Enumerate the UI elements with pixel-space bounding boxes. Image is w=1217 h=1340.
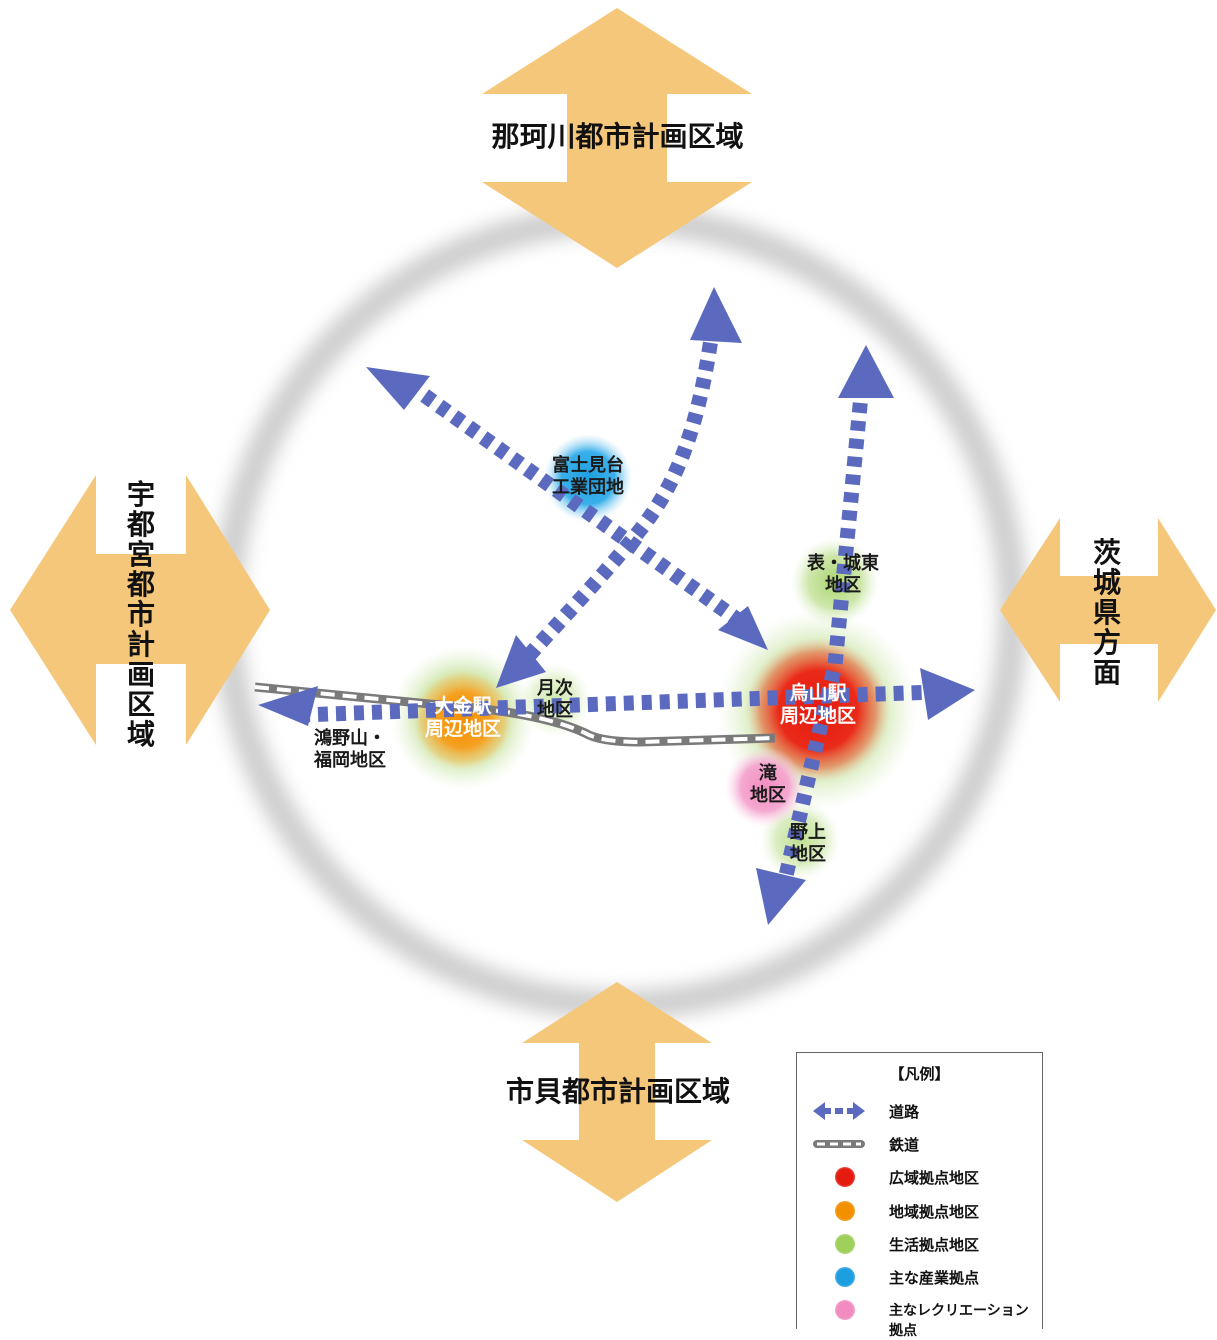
south-region-label: 市貝都市計画区域 bbox=[505, 1075, 730, 1108]
legend-label: 主な産業拠点 bbox=[889, 1269, 980, 1287]
legend-item-industrial-hub: 主な産業拠点 bbox=[797, 1263, 1042, 1291]
planning-ring bbox=[212, 204, 1028, 1020]
nogami-label: 野上 地区 bbox=[790, 822, 826, 865]
railway-line bbox=[254, 682, 776, 747]
ogane-hub-label: 大金駅 周辺地区 bbox=[424, 695, 501, 740]
orange-dot-icon bbox=[835, 1201, 855, 1221]
legend: 【凡例】 道路 鉄道 広域拠点地区 地域拠点地区 生 bbox=[796, 1052, 1043, 1339]
tsukitsugi-label: 月次 地区 bbox=[537, 678, 573, 721]
legend-item-living-hub: 生活拠点地区 bbox=[797, 1230, 1042, 1258]
fujimidai-hub-circle bbox=[544, 434, 632, 522]
red-dot-icon bbox=[835, 1167, 855, 1187]
east-region-label: 茨城県方面 bbox=[1092, 536, 1121, 689]
west-region-label: 宇都宮都市計画区域 bbox=[126, 478, 155, 751]
legend-item-road: 道路 bbox=[797, 1097, 1042, 1125]
road-north-to-ogane bbox=[512, 323, 721, 673]
north-region-label: 那珂川都市計画区域 bbox=[491, 120, 744, 153]
arrowhead-north bbox=[690, 287, 742, 343]
legend-title: 【凡例】 bbox=[889, 1065, 950, 1083]
fujimidai-hub-label: 富士見台 工業団地 bbox=[552, 455, 624, 498]
road-northeast-south bbox=[777, 384, 870, 882]
legend-label: 鉄道 bbox=[889, 1136, 920, 1154]
legend-label: 道路 bbox=[889, 1103, 920, 1121]
road-northwest bbox=[405, 378, 750, 632]
arrowhead-northwest bbox=[366, 367, 430, 410]
road-network bbox=[299, 323, 936, 882]
taki-hub-circle bbox=[725, 747, 805, 827]
north-region-arrow bbox=[482, 8, 752, 268]
road-legend-icon bbox=[813, 1102, 865, 1120]
arrowhead-northeast bbox=[838, 345, 894, 398]
legend-label: 地域拠点地区 bbox=[889, 1203, 980, 1221]
pink-dot-icon bbox=[835, 1300, 855, 1320]
arrowhead-east bbox=[920, 668, 975, 720]
legend-label: 主なレクリエーション拠点 bbox=[889, 1303, 1029, 1339]
south-region-arrow bbox=[522, 982, 712, 1202]
legend-item-rail: 鉄道 bbox=[797, 1130, 1042, 1158]
arrowhead-to-ogane bbox=[496, 635, 546, 688]
arrowhead-west bbox=[258, 686, 318, 726]
west-region-arrow bbox=[10, 475, 270, 745]
taki-label: 滝 地区 bbox=[750, 763, 786, 806]
ogane-hub-circle bbox=[413, 670, 513, 770]
omote-joto-label: 表・城東 地区 bbox=[807, 553, 879, 596]
karasuyama-hub-label: 烏山駅 周辺地区 bbox=[779, 682, 856, 727]
legend-item-recreation-hub: 主なレクリエーション拠点 bbox=[797, 1296, 1042, 1339]
rail-legend-icon bbox=[813, 1140, 865, 1148]
omote-joto-glow bbox=[791, 538, 879, 626]
green-dot-icon bbox=[835, 1234, 855, 1254]
east-region-arrow bbox=[1000, 518, 1216, 702]
blue-dot-icon bbox=[835, 1267, 855, 1287]
legend-item-regional-hub: 地域拠点地区 bbox=[797, 1197, 1042, 1225]
konoyama-label: 鴻野山・ 福岡地区 bbox=[314, 728, 386, 771]
arrowhead-to-karasuyama bbox=[718, 606, 768, 650]
road-arrowheads bbox=[258, 287, 975, 925]
legend-label: 生活拠点地区 bbox=[889, 1236, 980, 1254]
legend-item-wide-area-hub: 広域拠点地区 bbox=[797, 1163, 1042, 1191]
arrowhead-south bbox=[756, 868, 806, 925]
legend-label: 広域拠点地区 bbox=[889, 1169, 980, 1187]
